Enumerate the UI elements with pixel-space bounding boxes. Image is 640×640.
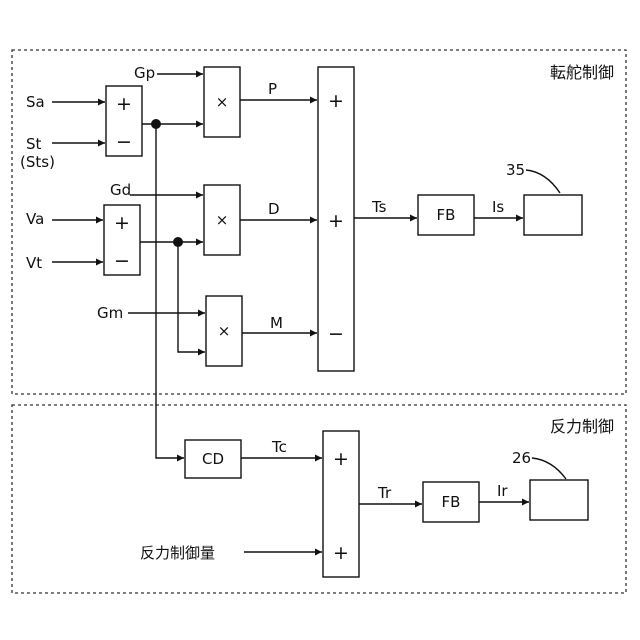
input-label-va: Va bbox=[26, 210, 44, 228]
reaction-actuator-leader bbox=[532, 458, 566, 479]
input-label-sts: (Sts) bbox=[20, 153, 55, 171]
signal-label-tc: Tc bbox=[271, 438, 287, 456]
cd-label: CD bbox=[202, 450, 224, 468]
subtractor-velocity-plus: + bbox=[114, 212, 130, 234]
reaction-control-title: 反力制御 bbox=[550, 417, 614, 436]
signal-label-p: P bbox=[268, 80, 277, 98]
signal-label-d: D bbox=[268, 200, 280, 218]
summer-reaction-plus-tc: + bbox=[333, 448, 349, 470]
input-label-vt: Vt bbox=[26, 254, 42, 272]
steering-actuator-ref: 35 bbox=[506, 161, 525, 179]
subtractor-position-plus: + bbox=[116, 93, 132, 115]
fb-reaction-label: FB bbox=[442, 493, 461, 511]
signal-label-tr: Tr bbox=[377, 484, 392, 502]
input-label-gp: Gp bbox=[134, 64, 155, 82]
multiplier-p-sign: × bbox=[216, 93, 229, 111]
summer-steering-plus-p: + bbox=[328, 90, 344, 112]
subtractor-position-minus: − bbox=[116, 131, 132, 153]
signal-label-is: Is bbox=[492, 198, 504, 216]
subtractor-velocity-minus: − bbox=[114, 250, 130, 272]
signal-label-ir: Ir bbox=[497, 482, 508, 500]
steering-actuator-box bbox=[524, 195, 582, 235]
steering-control-title: 転舵制御 bbox=[550, 63, 614, 82]
input-label-sa: Sa bbox=[26, 93, 45, 111]
input-label-reaction-amount: 反力制御量 bbox=[140, 544, 215, 562]
multiplier-d-sign: × bbox=[216, 211, 229, 229]
reaction-actuator-ref: 26 bbox=[512, 449, 531, 467]
signal-label-m: M bbox=[270, 314, 283, 332]
multiplier-m-sign: × bbox=[218, 322, 231, 340]
wire-velocity-branch bbox=[178, 242, 205, 352]
fb-steering-label: FB bbox=[437, 206, 456, 224]
summer-steering-plus-d: + bbox=[328, 210, 344, 232]
input-label-gd: Gd bbox=[110, 181, 131, 199]
wire-position-to-cd bbox=[156, 124, 184, 458]
summer-reaction-plus-amount: + bbox=[333, 542, 349, 564]
steering-actuator-leader bbox=[526, 170, 560, 193]
input-label-st: St bbox=[26, 135, 42, 153]
signal-label-ts: Ts bbox=[371, 198, 387, 216]
summer-steering-minus-m: − bbox=[328, 323, 344, 345]
reaction-actuator-box bbox=[530, 480, 588, 520]
input-label-gm: Gm bbox=[97, 304, 123, 322]
